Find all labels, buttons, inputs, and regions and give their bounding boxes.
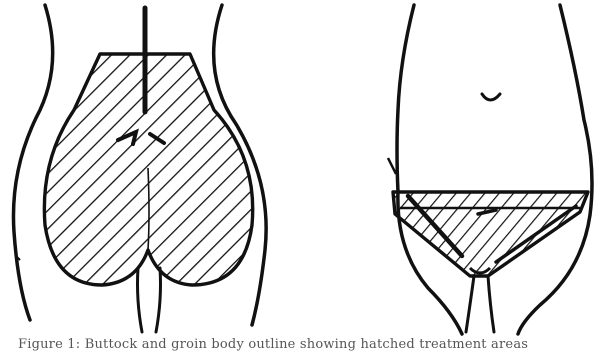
left-leg-inner-outline — [138, 268, 143, 332]
waist-tick-mark — [388, 158, 396, 174]
inner-leg-right — [488, 276, 494, 332]
buttock-hatched-area — [30, 40, 270, 300]
anterior-view-panel — [380, 5, 600, 334]
figure-caption: Figure 1: Buttock and groin body outline… — [18, 337, 595, 353]
posterior-view-panel — [13, 5, 270, 332]
left-torso-outline — [13, 5, 52, 320]
right-hip-outline — [518, 5, 592, 334]
inner-leg-left — [466, 276, 474, 332]
left-hip-outline — [397, 5, 462, 334]
navel-icon — [482, 94, 500, 100]
right-leg-inner-outline — [156, 268, 161, 332]
